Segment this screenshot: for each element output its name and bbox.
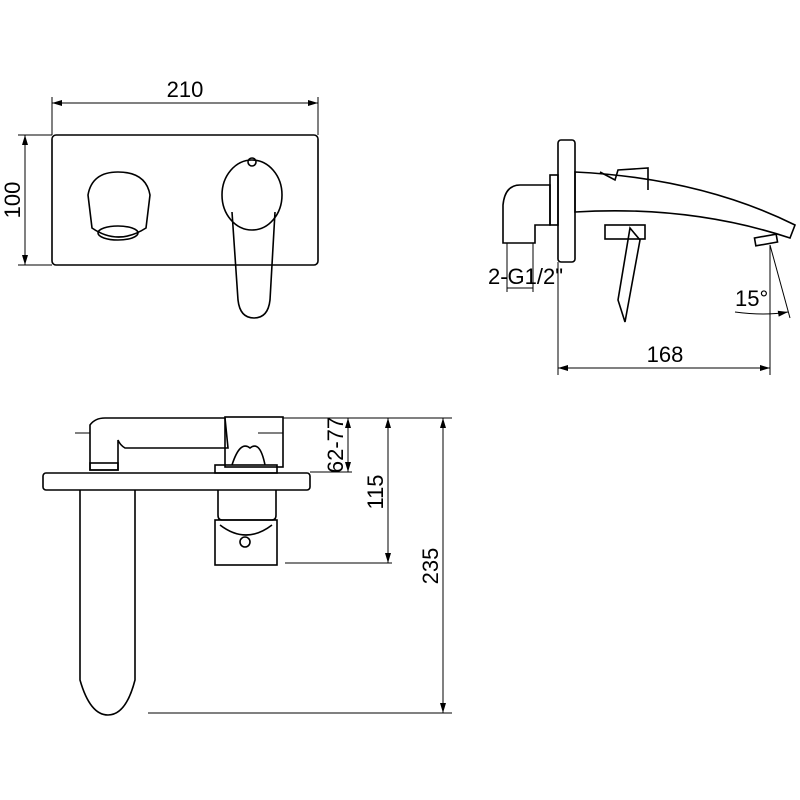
handle-hub <box>221 159 283 231</box>
cartridge-pin <box>239 536 251 548</box>
angle-arc <box>734 310 789 317</box>
wall-plate <box>51 134 319 266</box>
height-dimension: 100 <box>0 182 25 219</box>
body-dimension: 115 <box>363 474 388 509</box>
total-dimension: 235 <box>418 548 443 585</box>
spout-outlet <box>87 171 151 238</box>
front-view: 210 100 <box>0 77 319 319</box>
top-spout <box>79 490 136 716</box>
valve-seat <box>214 464 278 474</box>
arm-base <box>89 462 119 471</box>
side-aerator <box>753 233 779 247</box>
aerator <box>97 225 139 241</box>
side-lever <box>617 226 641 323</box>
side-plate <box>557 139 576 263</box>
valve-body <box>224 416 284 468</box>
cartridge-housing <box>214 519 278 566</box>
thread-label: 2-G1/2" <box>488 264 563 289</box>
hub-screw <box>247 157 257 167</box>
adjust-dimension: 62-77 <box>323 417 348 473</box>
top-plate <box>42 472 311 491</box>
side-view: 2-G1/2" 15° 168 <box>488 139 797 375</box>
angle-label: 15° <box>735 286 768 311</box>
angle-line <box>769 244 791 319</box>
width-dimension: 210 <box>167 77 204 102</box>
mixer-arm <box>89 417 229 471</box>
inlet-body <box>502 184 551 244</box>
lever-handle <box>231 211 276 319</box>
spout <box>574 171 797 239</box>
top-view: 62-77 115 235 <box>42 416 452 716</box>
projection-dimension: 168 <box>647 342 684 367</box>
cartridge <box>217 490 277 521</box>
valve-nut <box>231 445 266 466</box>
spout-top-body <box>599 167 649 190</box>
flange <box>549 174 559 226</box>
spout-bottom-body <box>604 224 646 240</box>
